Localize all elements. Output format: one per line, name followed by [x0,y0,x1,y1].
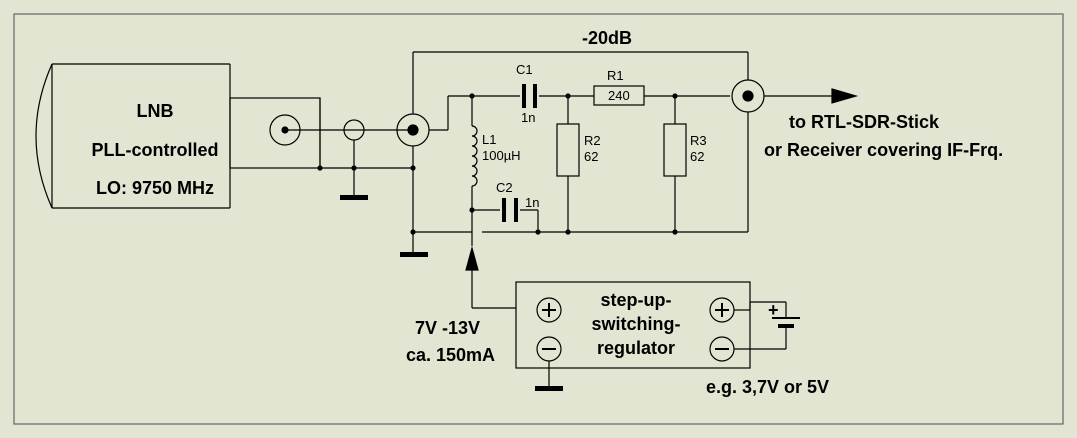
regulator-line3: regulator [596,338,675,358]
l1-ref: L1 [482,132,497,147]
ground-symbol-lnb [340,195,368,200]
battery-plus-mark: + [768,300,779,320]
battery-voltage-note: e.g. 3,7V or 5V [706,377,830,397]
output-destination-line2: or Receiver covering IF-Frq. [764,140,1004,160]
c2-ref: C2 [496,180,513,195]
regulator-box [515,281,751,369]
ground-symbol-regulator [535,386,563,391]
output-arrow [831,88,859,104]
r2-ref: R2 [584,133,601,148]
ground-symbol-main [400,252,428,257]
supply-voltage: 7V -13V [415,318,481,338]
r2-value: 62 [584,149,599,164]
r2-resistor [556,123,580,177]
lnb-name: LNB [136,101,174,121]
lnb-dish [35,63,53,209]
l1-value: 100µH [482,148,521,163]
diagram-frame [13,13,1064,425]
c1-value: 1n [521,110,536,125]
regulator-line2: switching- [591,314,681,334]
c2-value: 1n [525,195,540,210]
r3-value: 62 [690,149,705,164]
r3-ref: R3 [690,133,707,148]
r1-value: 240 [608,88,630,103]
l1-inductor [471,125,478,187]
lnb-type: PLL-controlled [91,140,219,160]
regulator-line1: step-up- [600,290,672,310]
attenuation-label: -20dB [582,28,633,48]
supply-arrow [465,245,479,271]
supply-current: ca. 150mA [406,345,496,365]
r3-resistor [663,123,687,177]
r1-ref: R1 [607,68,624,83]
lnb-lo-frequency: LO: 9750 MHz [95,178,215,198]
regulator-plus-in [536,297,562,323]
c1-ref: C1 [516,62,533,77]
output-destination-line1: to RTL-SDR-Stick [789,112,939,132]
